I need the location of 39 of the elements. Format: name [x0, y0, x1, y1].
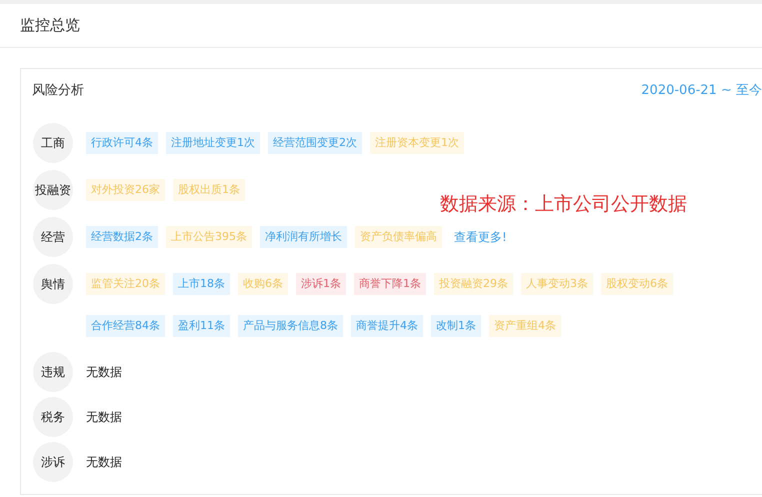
tag: 注册资本变更1次 — [370, 132, 464, 154]
date-range: 2020-06-21 ~ 至今 — [641, 82, 762, 99]
tag: 产品与服务信息8条 — [238, 315, 343, 337]
source-note: 数据来源：上市公司公开数据 — [440, 192, 687, 217]
tag: 上市18条 — [173, 273, 230, 295]
tag: 商誉下降1条 — [354, 273, 426, 295]
category-circle: 投融资 — [33, 170, 73, 210]
category-circle: 工商 — [33, 123, 73, 163]
category-circle: 经营 — [33, 217, 73, 257]
tag: 上市公告395条 — [166, 226, 252, 248]
link: 查看更多! — [454, 228, 507, 246]
tag: 商誉提升4条 — [351, 315, 423, 337]
empty-message: 无数据 — [86, 454, 122, 470]
category-circle: 舆情 — [33, 264, 73, 304]
tag: 经营范围变更2次 — [268, 132, 362, 154]
page-title: 监控总览 — [20, 16, 80, 35]
empty-message: 无数据 — [86, 364, 122, 380]
tag: 资产负债率偏高 — [355, 226, 442, 248]
tag: 股权出质1条 — [173, 179, 245, 201]
tag: 收购6条 — [238, 273, 288, 295]
tag: 改制1条 — [431, 315, 481, 337]
tag: 对外投资26家 — [86, 179, 165, 201]
category-circle: 违规 — [33, 352, 73, 392]
tag: 股权变动6条 — [601, 273, 673, 295]
tag: 合作经营84条 — [86, 315, 165, 337]
empty-message: 无数据 — [86, 408, 122, 426]
tag: 资产重组4条 — [489, 315, 561, 337]
panel-title: 风险分析 — [32, 82, 84, 99]
category-circle: 涉诉 — [33, 442, 73, 482]
tag: 经营数据2条 — [86, 226, 158, 248]
tag: 投资融资29条 — [434, 273, 513, 295]
tag: 注册地址变更1次 — [166, 132, 260, 154]
tag: 盈利11条 — [173, 315, 230, 337]
tag: 涉诉1条 — [296, 273, 346, 295]
tag: 人事变动3条 — [521, 273, 593, 295]
tag: 行政许可4条 — [86, 132, 158, 154]
category-circle: 税务 — [33, 397, 73, 437]
tag: 净利润有所增长 — [260, 226, 347, 248]
tag: 监管关注20条 — [86, 273, 165, 295]
